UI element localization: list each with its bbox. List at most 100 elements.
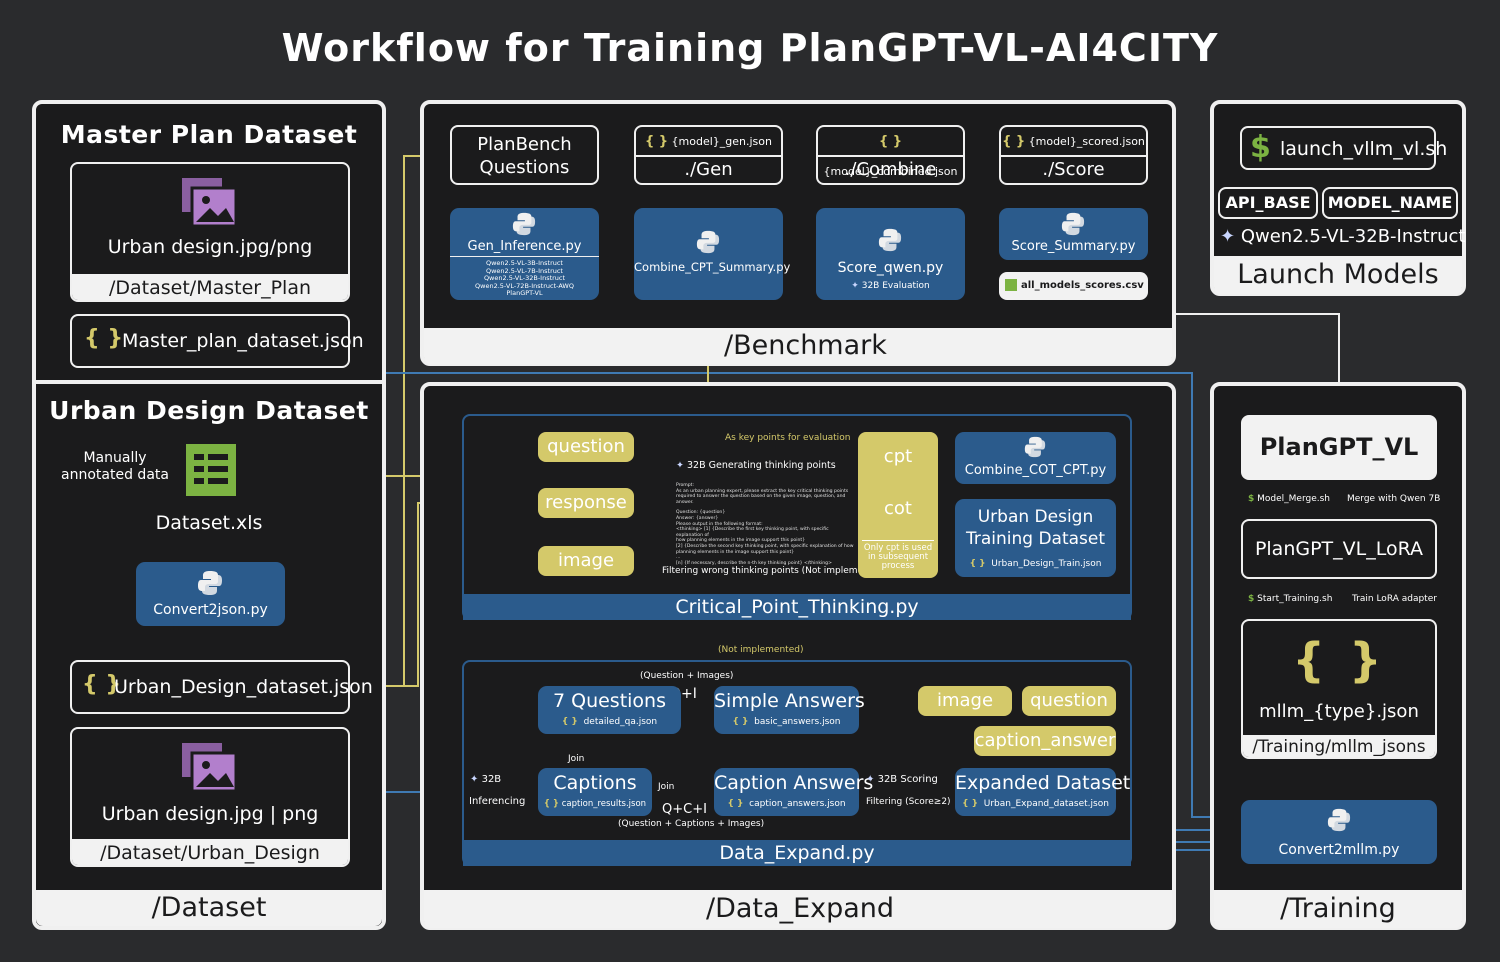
score-summary-box[interactable]: Score_Summary.py xyxy=(999,208,1148,260)
join-label-2: Join xyxy=(658,782,675,792)
model-name-label: MODEL_NAME xyxy=(1327,193,1453,212)
score-box[interactable]: { } {model}_scored.json ./Score xyxy=(999,125,1148,185)
planbench-questions-box[interactable]: PlanBench Questions xyxy=(450,125,599,185)
prompt-line: Question: {question} xyxy=(676,510,726,516)
combine-dir: ./Combine xyxy=(844,159,937,180)
combine-cot-label: Combine_COT_CPT.py xyxy=(964,463,1107,478)
qwen-icon: ✦ xyxy=(851,281,859,291)
training-dataset-box[interactable]: Urban Design Training Dataset { } Urban_… xyxy=(955,499,1116,577)
convert2json-box[interactable]: Convert2json.py xyxy=(136,562,285,626)
spreadsheet-icon xyxy=(186,444,236,500)
cap-json-label: caption_results.json xyxy=(561,799,647,809)
api-base-label: API_BASE xyxy=(1225,193,1311,212)
python-icon xyxy=(878,228,902,256)
qwen-model-row: ✦ Qwen2.5-VL-32B-Instruct xyxy=(1220,226,1465,247)
combine-cot-box[interactable]: Combine_COT_CPT.py xyxy=(955,432,1116,484)
prompt-line: <thinking> [1] {Describe the first key t… xyxy=(676,527,829,538)
master-json-card[interactable]: { } Master_plan_dataset.json xyxy=(70,314,364,368)
mllm-json-card[interactable]: { } mllm_{type}.json /Training/mllm_json… xyxy=(1241,619,1437,759)
model-list: Qwen2.5-VL-3B-Instruct Qwen2.5-VL-7B-Ins… xyxy=(450,259,599,298)
eval-note: ✦ 32B Evaluation xyxy=(816,281,965,291)
caption-answers-box[interactable]: Caption Answers { } caption_answers.json xyxy=(714,768,874,816)
train-json-row: { } Urban_Design_Train.json xyxy=(955,559,1116,569)
prompt-line: Prompt: xyxy=(676,483,695,488)
qa-json-row: { } detailed_qa.json xyxy=(538,717,681,727)
question-chip: question xyxy=(538,432,634,462)
inferencing-32b-label: 32B xyxy=(481,774,502,785)
captions-box[interactable]: Captions { } caption_results.json xyxy=(538,768,652,816)
scored-json-row: { } {model}_scored.json xyxy=(1001,127,1146,157)
prompt-line: ... xyxy=(676,555,681,561)
expanded-dataset-box[interactable]: Expanded Dataset { } Urban_Expand_datase… xyxy=(955,768,1131,816)
page-title: Workflow for Training PlanGPT-VL-AI4CITY xyxy=(281,26,1219,70)
model-item: Qwen2.5-VL-32B-Instruct xyxy=(483,274,566,282)
simple-answers-label: Simple Answers xyxy=(714,690,865,712)
launch-script-box[interactable]: $ launch_vllm_vl.sh xyxy=(1240,126,1447,170)
dataset-divider xyxy=(36,380,382,384)
captions-label: Captions xyxy=(553,772,637,794)
lora-box[interactable]: PlanGPT_VL_LoRA xyxy=(1241,519,1437,579)
model-item: Qwen2.5-VL-7B-Instruct xyxy=(486,266,563,275)
master-path: /Dataset/Master_Plan xyxy=(72,274,348,300)
python-icon xyxy=(1024,436,1046,462)
json-icon: { } xyxy=(1002,134,1026,149)
gen-inference-box[interactable]: Gen_Inference.py Qwen2.5-VL-3B-Instruct … xyxy=(450,208,599,300)
urban-image-card[interactable]: Urban design.jpg | png /Dataset/Urban_De… xyxy=(70,727,350,867)
image-chip: image xyxy=(538,546,634,576)
cpt-note: Only cpt is used in subsequent process xyxy=(862,540,934,571)
prompt-line: [2] {Describe the second key thinking po… xyxy=(676,543,854,549)
python-icon xyxy=(1061,212,1085,240)
join-label-1: Join xyxy=(568,754,585,764)
cap-json-row: { } caption_results.json xyxy=(538,799,652,809)
qci-note: (Question + Captions + Images) xyxy=(618,819,765,829)
gen-dir: ./Gen xyxy=(684,159,733,180)
seven-questions-label: 7 Questions xyxy=(552,690,666,712)
gen-json-row: { } {model}_gen.json xyxy=(636,127,781,157)
combine-box[interactable]: { }{model}_combined.json ./Combine xyxy=(816,125,965,185)
start-sh-row: $ Start_Training.sh xyxy=(1248,594,1332,604)
dollar-icon: $ xyxy=(1248,594,1255,604)
cot-label: cot xyxy=(884,498,912,519)
benchmark-label: /Benchmark xyxy=(424,328,1172,364)
cpt-cot-box: cpt cot Only cpt is used in subsequent p… xyxy=(858,432,938,578)
gen-thinking-label: 32B Generating thinking points xyxy=(687,460,836,471)
seven-questions-box[interactable]: 7 Questions { } detailed_qa.json xyxy=(538,686,681,734)
urban-json-card[interactable]: { } Urban_Design_dataset.json xyxy=(70,660,373,714)
prompt-text: Prompt: As an urban planning expert, ple… xyxy=(676,483,856,566)
score-qwen-box[interactable]: Score_qwen.py ✦ 32B Evaluation xyxy=(816,208,965,300)
score-dir: ./Score xyxy=(1042,159,1105,180)
gen-box[interactable]: { } {model}_gen.json ./Gen xyxy=(634,125,783,185)
planbench-questions-label: PlanBench Questions xyxy=(477,134,572,178)
launch-label: Launch Models xyxy=(1214,256,1462,294)
model-name-box[interactable]: MODEL_NAME xyxy=(1322,187,1458,219)
scoring-row: ✦ 32B Scoring xyxy=(866,774,938,785)
convert2json-label: Convert2json.py xyxy=(153,602,268,618)
json-icon: { } xyxy=(969,559,986,569)
json-icon: { } xyxy=(644,134,669,149)
json-icon: { } xyxy=(962,799,979,809)
api-base-box[interactable]: API_BASE xyxy=(1218,187,1318,219)
expanded-json-row: { } Urban_Expand_dataset.json xyxy=(955,799,1116,809)
python-icon xyxy=(1327,808,1351,836)
csv-file[interactable]: all_models_scores.csv xyxy=(999,272,1148,300)
dollar-icon: $ xyxy=(1248,494,1255,504)
caption-answers-label: Caption Answers xyxy=(714,772,874,794)
expanded-dataset-label: Expanded Dataset xyxy=(955,772,1131,794)
prompt-line: planning elements in the image support t… xyxy=(676,549,795,555)
training-label: /Training xyxy=(1214,890,1462,928)
xls-label: Dataset.xls xyxy=(155,512,263,534)
data-expand-strip: Data_Expand.py xyxy=(463,840,1131,866)
plangpt-vl-box[interactable]: PlanGPT_VL xyxy=(1241,415,1437,480)
combine-cpt-summary-label: Combine_CPT_Summary.py xyxy=(634,260,791,274)
qwen-icon: ✦ xyxy=(1220,226,1236,247)
json-icon: { } xyxy=(82,672,121,697)
data-expand-label: /Data_Expand xyxy=(424,890,1172,928)
model-item: Qwen2.5-VL-72B-Instruct-AWQ xyxy=(475,281,574,290)
lora-label: PlanGPT_VL_LoRA xyxy=(1254,538,1424,560)
combine-cpt-summary-box[interactable]: Combine_CPT_Summary.py xyxy=(634,208,791,300)
image-icon xyxy=(182,178,238,232)
convert2mllm-box[interactable]: Convert2mllm.py xyxy=(1241,800,1437,864)
simple-answers-box[interactable]: Simple Answers { } basic_answers.json xyxy=(714,686,865,734)
prompt-line: [n] {If necessary, describe the n-th key… xyxy=(676,560,832,566)
master-image-card[interactable]: Urban design.jpg/png /Dataset/Master_Pla… xyxy=(70,162,350,302)
